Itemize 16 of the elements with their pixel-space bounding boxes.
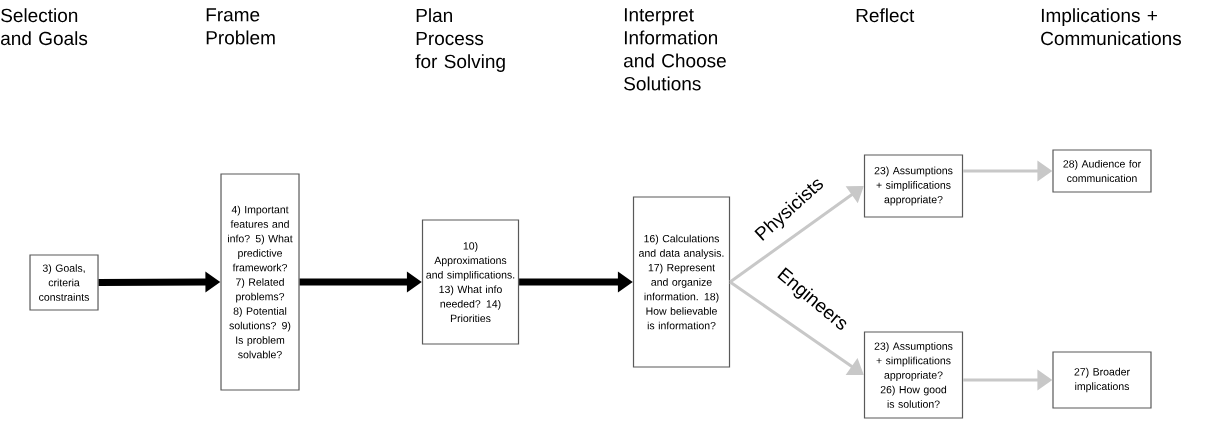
step-box: 4) Important features and info? 5) What predictive framework? 7) Related problems? 8) Potential solutions? 9) Is problem solvable?	[220, 173, 300, 391]
step-box: 23) Assumptions + simplifications appropriate? 26) How good is solution?	[863, 331, 964, 419]
arrow	[729, 280, 864, 375]
column-heading: Frame Problem	[206, 8, 275, 45]
column-heading: Reflect	[856, 8, 915, 23]
column-heading: Interpret Information and Choose Solutions	[624, 8, 726, 91]
step-box: 3) Goals, criteria constraints	[29, 254, 99, 311]
step-box: 28) Audience for communication	[1052, 149, 1152, 193]
step-box: 27) Broader implications	[1052, 351, 1152, 409]
column-heading: Plan Process for Solving	[415, 8, 505, 72]
arrow	[729, 186, 864, 284]
column-heading: Selection and Goals	[1, 8, 88, 46]
step-box: 23) Assumptions + simplifications appropriate?	[863, 154, 964, 218]
step-box: 16) Calculations and data analysis. 17) Represent and organize information. 18) How believable is information?	[632, 196, 731, 368]
column-heading: Implications + Communications	[1041, 8, 1181, 46]
step-box: 10) Approximations and simplifications. 13) What info needed? 14) Priorities	[421, 219, 520, 345]
